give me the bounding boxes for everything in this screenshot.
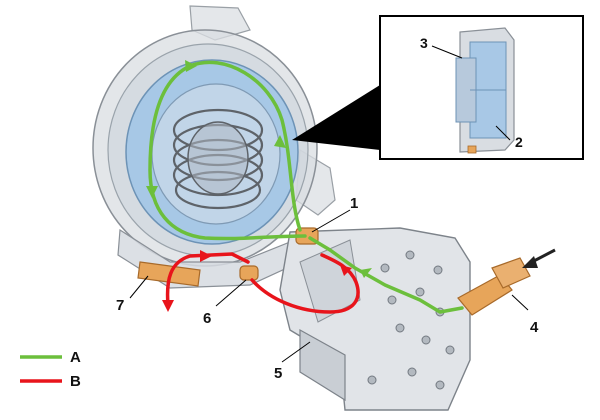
valve-body-lower-block xyxy=(299,328,346,402)
inlet-arrow-icon xyxy=(522,248,556,268)
flow-path-a-arrowheads xyxy=(146,60,372,278)
valve-body xyxy=(279,227,471,411)
callout-5: 5 xyxy=(274,365,282,382)
legend-label-b: B xyxy=(70,373,81,390)
callout-3: 3 xyxy=(420,35,428,51)
detail-inset: 3 2 xyxy=(292,15,584,160)
inset-pointer xyxy=(292,85,380,150)
callout-6: 6 xyxy=(203,310,211,327)
legend: A B xyxy=(20,349,81,390)
callout-2: 2 xyxy=(515,134,523,150)
flow-path-a xyxy=(148,60,464,314)
callout-7: 7 xyxy=(116,297,124,314)
callout-1: 1 xyxy=(350,195,358,212)
inset-drawing xyxy=(455,27,515,154)
valve-body-bolt-holes xyxy=(367,250,455,390)
spring-seat xyxy=(187,121,249,195)
leader-3 xyxy=(431,45,463,59)
seal-6 xyxy=(239,265,259,281)
leader-2 xyxy=(495,125,511,141)
inlet-fitting-4 xyxy=(457,257,531,316)
flow-path-b-arrowheads xyxy=(162,250,352,312)
clutch-housing xyxy=(92,5,336,289)
callout-leaders xyxy=(129,209,529,363)
callout-4: 4 xyxy=(530,319,539,336)
legend-label-a: A xyxy=(70,349,81,366)
